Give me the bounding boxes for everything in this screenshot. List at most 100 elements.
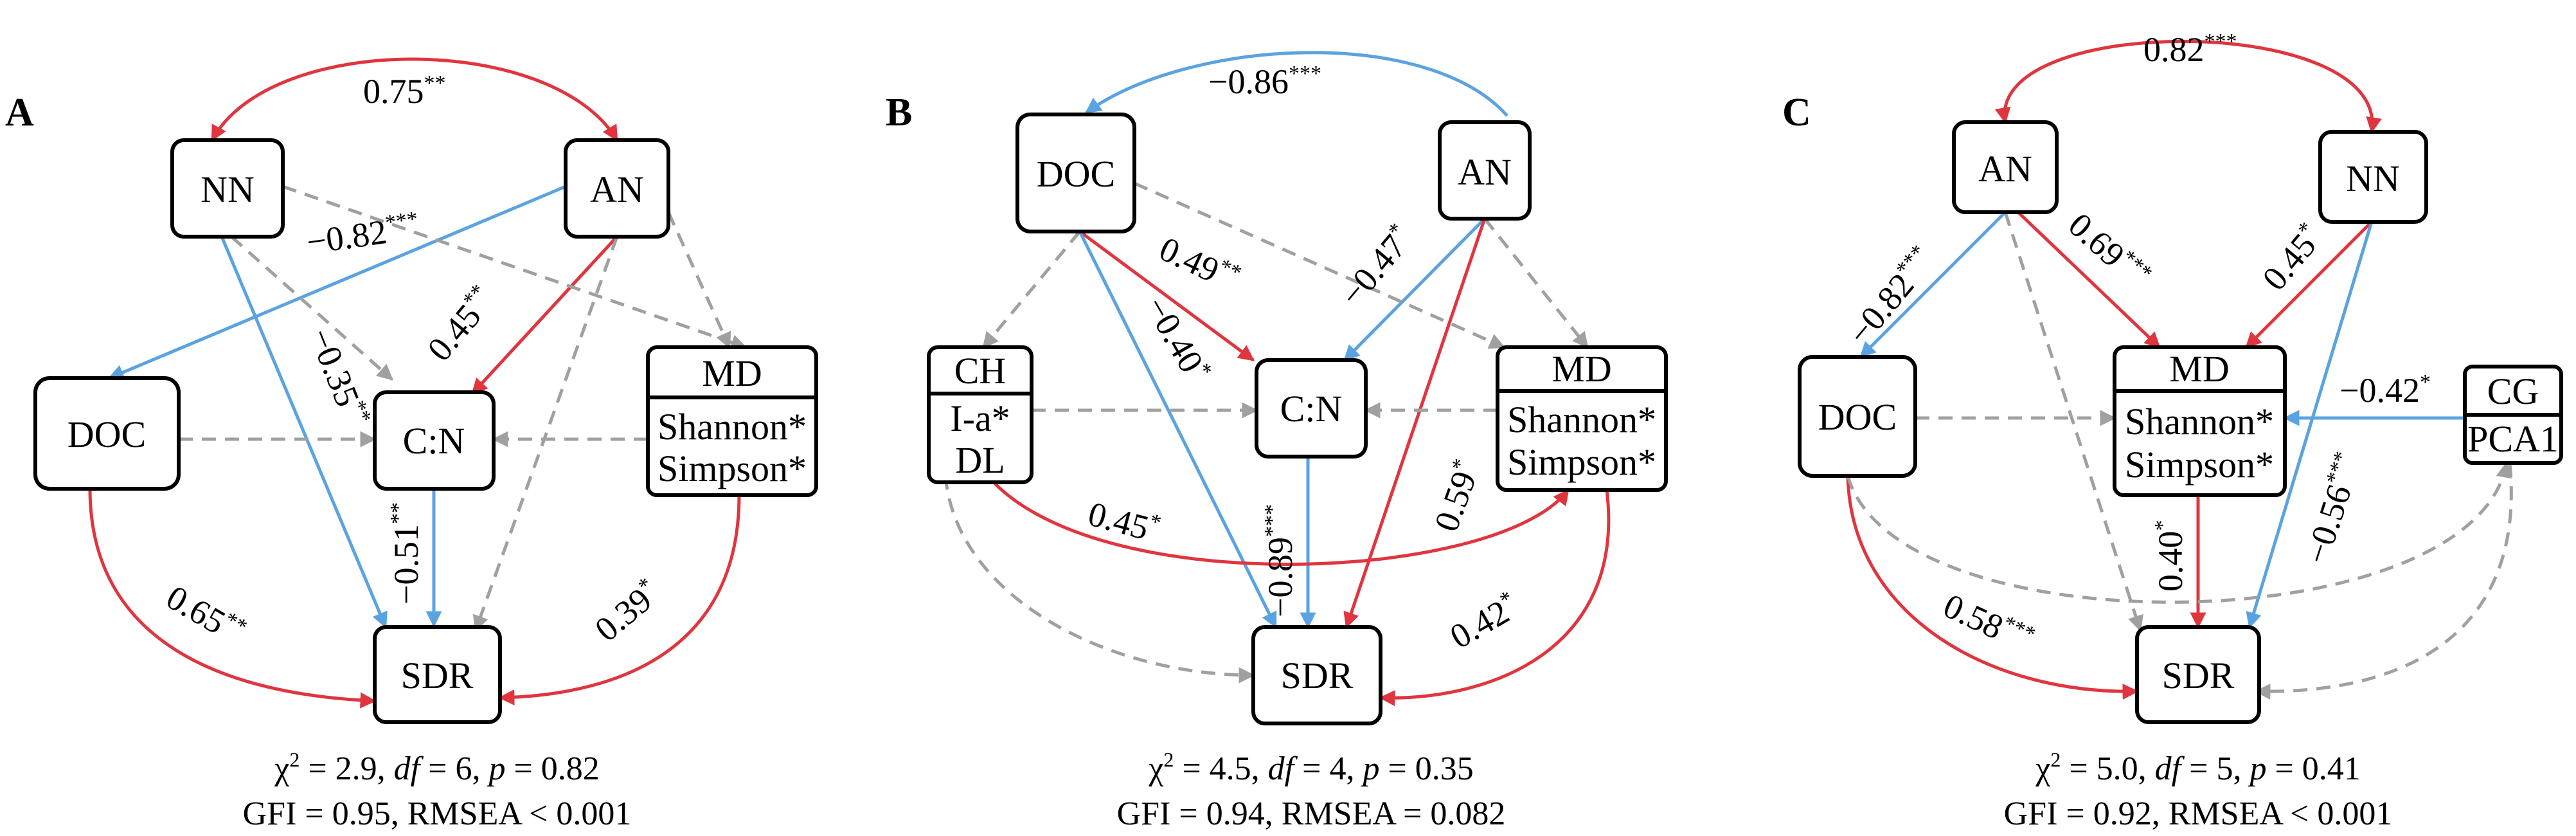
edges-a [88,57,747,709]
edge-c-DOC-CG [1846,461,2512,604]
edge-a-NN-MD [282,185,747,350]
edge-b-DOC-SDR [1078,230,1278,629]
coef-b-AN-CN: −0.47* [1332,219,1420,314]
coef-a-DOC-SDR: 0.65** [160,577,251,653]
panel-label-c: C [1782,91,1811,134]
coef-b-CH-MD: 0.45* [1084,494,1163,550]
svg-text:SDR: SDR [401,655,474,696]
edge-c-CG-SDR [2254,462,2513,700]
nodes-a: NN AN DOC C:N MD Shannon* Simpson* [33,138,818,724]
nodes-c: AN NN DOC MD Shannon* Simpson* CG [1798,120,2563,724]
coef-a-NN-SDR: −0.35** [301,323,376,432]
svg-text:CH: CH [954,350,1006,392]
node-a-sdr: SDR [373,625,502,724]
coef-c-DOC-SDR: 0.58*** [1938,586,2039,661]
edge-a-NN-SDR [220,236,388,629]
node-c-nn: NN [2318,130,2428,224]
node-b-doc: DOC [1015,113,1136,233]
edge-c-AN-SDR [2003,212,2143,632]
edges-c [1846,39,2513,700]
node-c-cg: CG PCA1 [2463,365,2563,465]
edge-c-NN-MD [2245,221,2373,349]
svg-text:DOC: DOC [1818,396,1897,438]
coef-b-MD-SDR: 0.42* [1444,586,1525,657]
edge-b-CH-MD [962,429,1570,566]
node-a-an: AN [564,138,670,239]
svg-text:CG: CG [2487,370,2539,412]
svg-text:SDR: SDR [1281,655,1354,696]
svg-text:NN: NN [201,168,255,210]
coef-b-CN-SDR: −0.89*** [1260,504,1300,617]
svg-text:C:N: C:N [1280,388,1343,430]
edge-a-DOC-SDR [88,488,377,709]
svg-text:C:N: C:N [403,420,465,462]
svg-text:DOC: DOC [1037,153,1115,195]
edge-a-MD-SDR [498,495,741,705]
edges-b [943,51,1611,707]
edge-a-AN-DOC [107,185,566,380]
coef-a-NN-AN: 0.75** [363,71,446,111]
node-b-ch: CH I-a* DL [927,345,1033,484]
coef-c-AN-DOC: −0.82*** [1839,241,1942,352]
svg-text:Shannon*: Shannon* [657,406,807,448]
svg-text:Simpson*: Simpson* [1507,441,1656,483]
edge-c-AN-NN [1994,39,2382,134]
node-a-nn: NN [170,138,285,239]
node-a-doc: DOC [33,376,181,491]
node-b-md: MD Shannon* Simpson* [1496,345,1668,492]
fit-b-line2: GFI = 0.94, RMSEA = 0.082 [1117,795,1506,832]
svg-text:I-a*: I-a* [950,397,1010,439]
coef-c-AN-NN: 0.82*** [2143,30,2237,69]
node-b-cn: C:N [1255,358,1368,459]
panel-label-a: A [5,91,34,134]
coefs-c: 0.82*** −0.82*** 0.69*** 0.45* −0.42* −0… [1839,30,2431,661]
coef-c-NN-SDR: −0.56*** [2296,449,2368,568]
coef-b-DOC-CN: 0.49** [1154,229,1245,300]
svg-text:MD: MD [2169,348,2229,390]
node-c-an: AN [1952,120,2059,214]
coef-c-CG-MD: −0.42* [2339,370,2431,410]
fit-b: χ2 = 4.5, df = 4, p = 0.35 GFI = 0.94, R… [1117,748,1506,832]
node-b-sdr: SDR [1251,625,1382,725]
edge-b-AN-DOC [1084,51,1508,117]
coef-c-AN-MD: 0.69*** [2061,205,2157,297]
edge-c-DOC-SDR [1846,475,2139,700]
svg-text:Shannon*: Shannon* [2125,401,2274,442]
coef-b-AN-DOC: −0.86*** [1208,62,1321,101]
fit-c-line2: GFI = 0.92, RMSEA < 0.001 [2004,795,2393,832]
edge-b-DOC-CH [982,230,1081,349]
edge-b-DOC-CN [1078,230,1255,362]
node-b-an: AN [1438,120,1532,221]
edge-a-AN-SDR [472,236,619,632]
node-c-sdr: SDR [2135,625,2261,724]
svg-text:PCA1: PCA1 [2467,418,2559,460]
svg-text:MD: MD [702,352,762,394]
edge-c-AN-MD [2017,211,2161,349]
coef-b-AN-SDR: 0.59* [1426,455,1487,536]
coef-c-MD-SDR: 0.40* [2151,520,2190,592]
panel-a: A NN AN [5,57,818,832]
panel-label-b: B [886,91,912,134]
fit-a: χ2 = 2.9, df = 6, p = 0.82 GFI = 0.95, R… [243,748,632,832]
coef-a-AN-CN: 0.45** [419,280,502,368]
fit-b-line1: χ2 = 4.5, df = 4, p = 0.35 [1148,748,1474,787]
svg-text:AN: AN [1458,151,1512,193]
edge-c-AN-DOC [1859,211,2007,358]
fit-c: χ2 = 5.0, df = 5, p = 0.41 GFI = 0.92, R… [2004,748,2393,832]
svg-text:SDR: SDR [2162,655,2235,696]
edge-b-DOC-MD [1133,181,1506,349]
edge-b-CH-SDR [943,429,1255,684]
edge-b-MD-SDR [1379,489,1611,707]
svg-text:DOC: DOC [67,413,146,455]
svg-text:Shannon*: Shannon* [1507,399,1656,441]
node-a-md: MD Shannon* Simpson* [646,345,818,497]
svg-text:DL: DL [955,439,1005,481]
edge-a-NN-CN [230,235,393,381]
node-c-md: MD Shannon* Simpson* [2113,345,2287,497]
nodes-b: DOC AN CH I-a* DL C:N MD Shannon* [927,113,1668,725]
panel-b: B DOC AN [886,51,1668,832]
svg-text:AN: AN [1978,148,2032,190]
svg-text:Simpson*: Simpson* [657,448,807,489]
coef-a-MD-SDR: 0.39* [587,573,668,649]
